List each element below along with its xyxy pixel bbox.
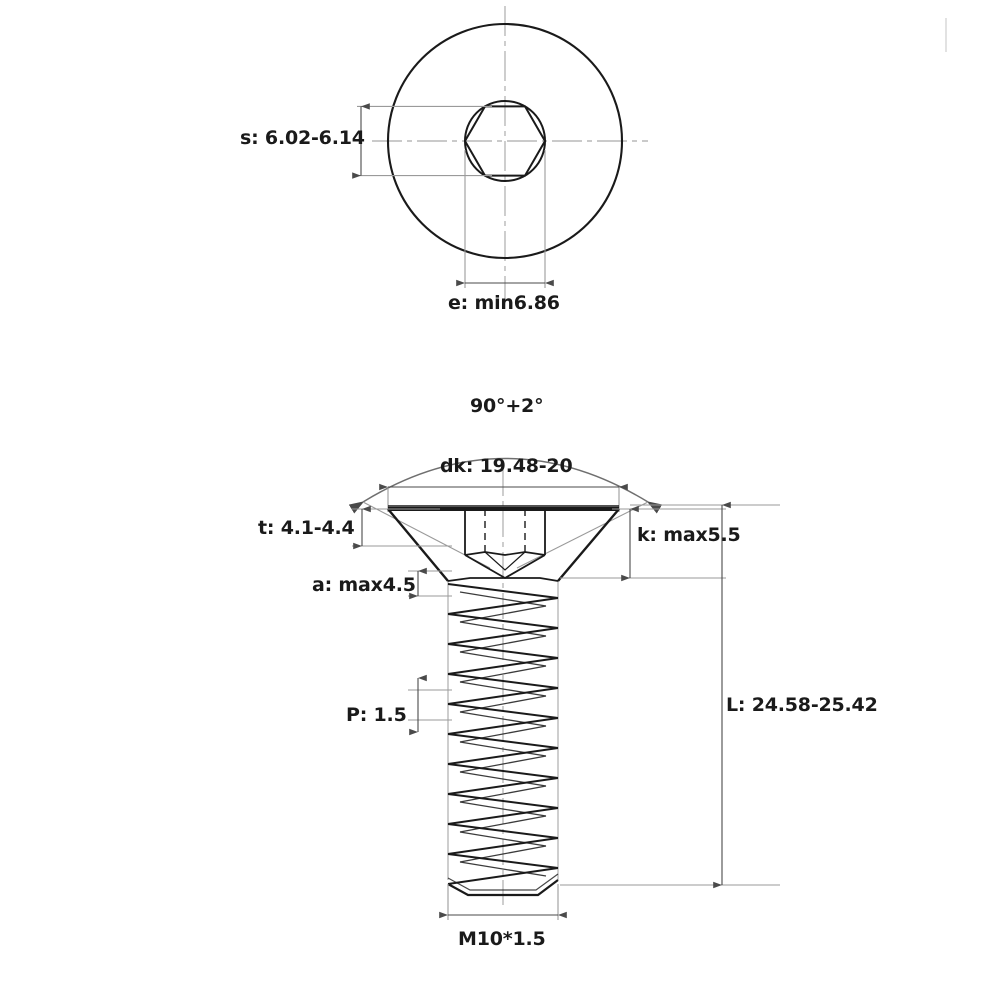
- dimension-m10: [439, 884, 567, 920]
- label-socket-depth: t: 4.1-4.4: [258, 517, 355, 539]
- dimension-l: [560, 501, 780, 889]
- hex-socket-polygon: [463, 105, 547, 177]
- top-view-geometry: [352, 6, 648, 300]
- dimension-a: [408, 567, 452, 600]
- label-across-corners: e: min6.86: [448, 292, 560, 314]
- label-length: L: 24.58-25.42: [726, 694, 878, 716]
- dimension-k: [560, 505, 726, 582]
- label-head-diameter: dk: 19.48-20: [440, 455, 573, 477]
- top-view-centerlines: [372, 6, 648, 300]
- label-head-angle: 90°+2°: [470, 395, 544, 417]
- label-pitch: P: 1.5: [346, 704, 407, 726]
- socket-hole-side: [464, 509, 546, 580]
- label-transition: a: max4.5: [312, 574, 416, 596]
- threaded-shank: [447, 577, 559, 897]
- dimension-t: [352, 505, 452, 550]
- dimension-p: [408, 674, 452, 736]
- dimension-s: [352, 103, 492, 179]
- label-head-height: k: max5.5: [637, 524, 741, 546]
- dimension-e: [456, 150, 554, 288]
- label-thread-spec: M10*1.5: [458, 928, 546, 950]
- side-view-geometry: [348, 457, 780, 920]
- label-across-flats: s: 6.02-6.14: [240, 127, 365, 149]
- head-outline-circle: [386, 22, 624, 260]
